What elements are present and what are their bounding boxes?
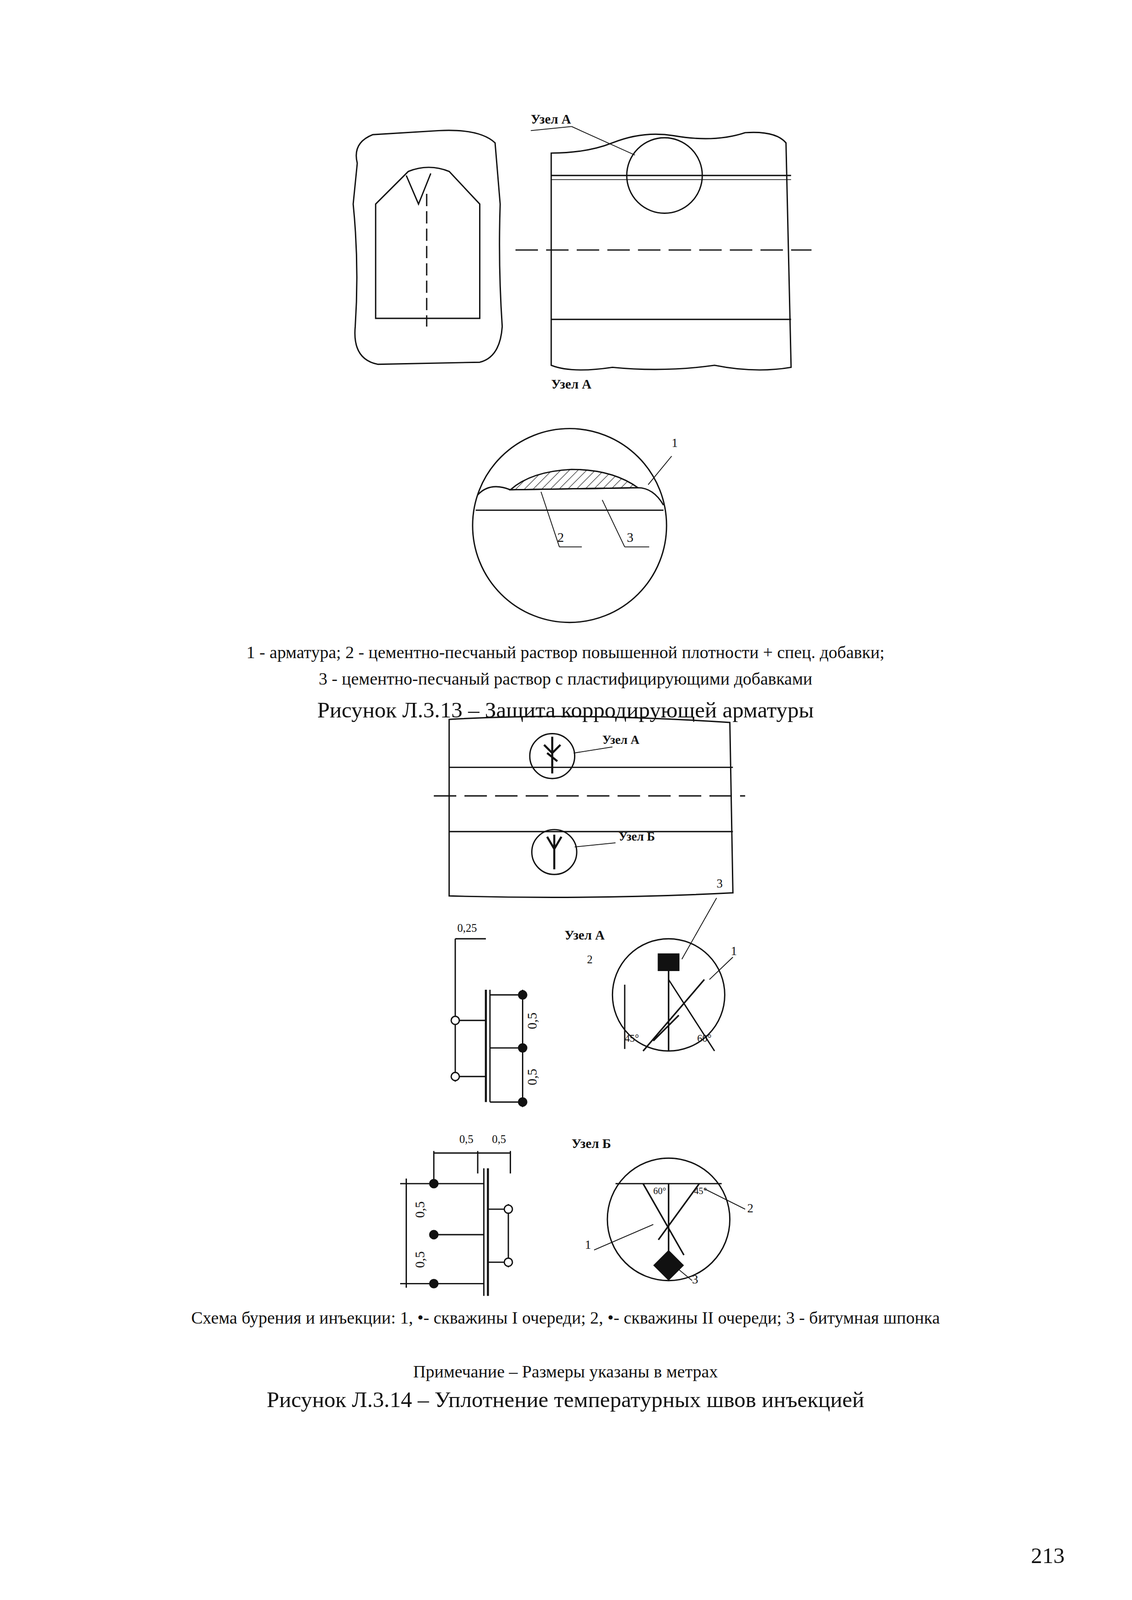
node-title: Узел А — [602, 734, 640, 749]
node-title: Узел А — [530, 112, 571, 128]
text-label: 0,5 — [491, 1132, 507, 1146]
concrete-outline — [551, 132, 792, 371]
text-label: 0,5 — [412, 1201, 428, 1218]
text-label: 60° — [697, 1032, 712, 1045]
text-label: 0,25 — [457, 921, 477, 935]
text-label: 1 - арматура; 2 - цементно-песчаный раст… — [246, 642, 885, 663]
callout-number: 3 — [692, 1273, 699, 1289]
text-label: Рисунок Л.3.13 – Защита корродирующей ар… — [317, 697, 814, 724]
callout-number: 3 — [716, 877, 723, 893]
text-label: 0,5 — [525, 1068, 541, 1086]
callout-number: 2 — [557, 530, 565, 546]
node-title: Узел Б — [618, 830, 656, 846]
tunnel-section — [375, 167, 480, 319]
text-label: 0,5 — [459, 1132, 474, 1146]
text-label: 3 - цементно-песчаный раствор с пластифи… — [318, 669, 813, 690]
callout-number: 1 — [584, 1239, 591, 1254]
text-label: 60° — [653, 1186, 667, 1197]
callout-number: 1 — [671, 437, 678, 452]
text-label: Рисунок Л.3.14 – Уплотнение температурны… — [266, 1387, 865, 1414]
node-title: Узел А — [551, 377, 592, 393]
text-label: Примечание – Размеры указаны в метрах — [413, 1362, 719, 1383]
callout-number: 3 — [626, 530, 634, 546]
text-label: 45° — [693, 1186, 707, 1197]
callout-number: 2 — [586, 953, 593, 967]
text-label: 213 — [1031, 1543, 1065, 1570]
text-label: 45° — [624, 1032, 639, 1045]
text-label: 0,5 — [525, 1012, 541, 1029]
callout-number: 1 — [730, 945, 737, 960]
callout-number: 2 — [747, 1202, 754, 1217]
detail-circle — [472, 428, 667, 623]
text-label: Схема бурения и инъекции: 1, •- скважины… — [106, 1308, 1025, 1329]
text-label: 0,5 — [412, 1251, 428, 1268]
node-title: Узел А — [564, 928, 605, 945]
node-title: Узел Б — [571, 1137, 611, 1153]
concrete-outline — [353, 130, 503, 365]
